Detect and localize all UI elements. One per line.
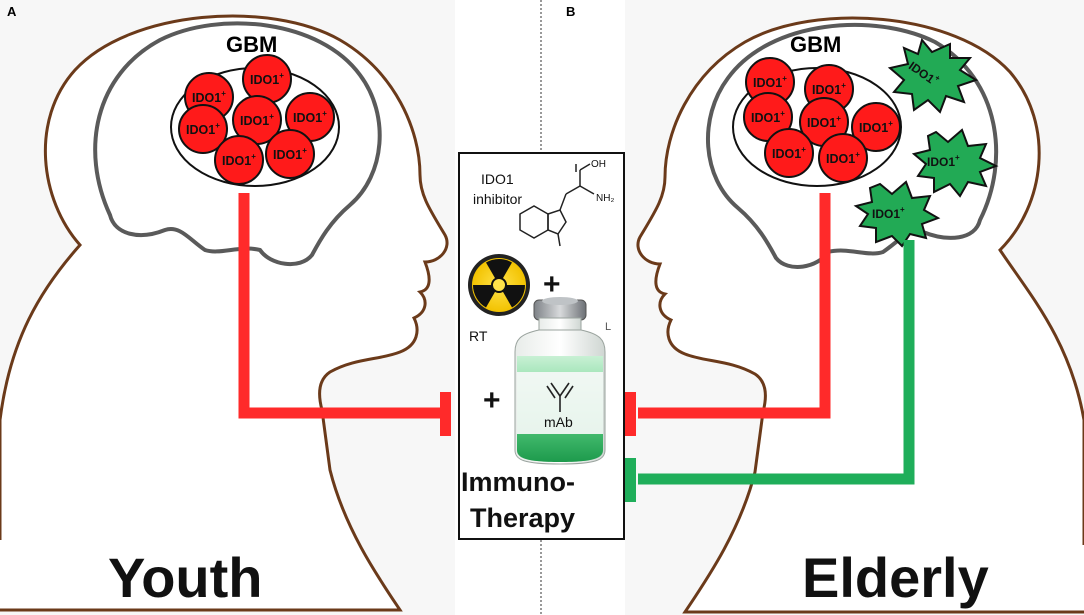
- svg-text:IDO1+: IDO1+: [273, 146, 307, 162]
- plus-sign-2: +: [483, 384, 501, 417]
- svg-text:IDO1+: IDO1+: [751, 109, 785, 125]
- svg-text:IDO1+: IDO1+: [859, 119, 893, 135]
- panel-letter-a: A: [7, 4, 17, 19]
- youth-tumor-cell: IDO1+: [285, 92, 335, 142]
- youth-tumor-cell: IDO1+: [214, 135, 264, 185]
- svg-text:IDO1+: IDO1+: [772, 145, 806, 161]
- youth-tumor-cell: IDO1+: [178, 104, 228, 154]
- chem-oh-label: OH: [591, 159, 606, 170]
- immunotherapy-label-line1: Immuno-: [461, 467, 575, 497]
- svg-text:IDO1+: IDO1+: [826, 150, 860, 166]
- elderly-tumor-cell: IDO1+: [851, 102, 901, 152]
- svg-text:IDO1+: IDO1+: [192, 89, 226, 105]
- plus-sign: +: [543, 268, 561, 301]
- svg-text:IDO1+: IDO1+: [186, 121, 220, 137]
- immunotherapy-label-line2: Therapy: [470, 503, 575, 533]
- mab-label: mAb: [544, 414, 573, 430]
- ido1-inhibitor-structure-icon: [519, 163, 595, 247]
- antibody-vial-icon: [514, 297, 606, 465]
- stray-mark: L: [605, 321, 611, 333]
- elderly-inhibition-line: [638, 193, 831, 419]
- youth-tumor-cell: IDO1+: [242, 54, 292, 104]
- elderly-resistance-line: [638, 240, 915, 485]
- elderly-gbm-label: GBM: [790, 32, 841, 57]
- youth-tumor-cell: IDO1+: [265, 129, 315, 179]
- youth-label: Youth: [108, 546, 262, 609]
- elderly-ido1-burst: IDO1+: [853, 180, 941, 248]
- rt-label: RT: [469, 328, 488, 344]
- elderly-tumor-cell: IDO1+: [743, 92, 793, 142]
- inhibitor-label-line2: inhibitor: [473, 191, 522, 207]
- chem-nh2-label: NH₂: [596, 193, 614, 204]
- youth-inhibition-bar: [440, 392, 451, 436]
- svg-text:IDO1+: IDO1+: [812, 81, 846, 97]
- elderly-ido1-burst: IDO1+: [887, 37, 979, 114]
- elderly-tumor-cell: IDO1+: [818, 133, 868, 183]
- youth-gbm-label: GBM: [226, 32, 277, 57]
- svg-text:IDO1+: IDO1+: [753, 74, 787, 90]
- elderly-tumor-cell: IDO1+: [745, 57, 795, 107]
- radiation-icon: [468, 254, 530, 316]
- elderly-resistance-bar: [625, 458, 636, 502]
- svg-text:IDO1+: IDO1+: [293, 109, 327, 125]
- inhibitor-label-line1: IDO1: [481, 171, 514, 187]
- svg-text:IDO1+: IDO1+: [872, 205, 905, 221]
- elderly-inhibition-bar: [625, 392, 636, 436]
- svg-text:IDO1+: IDO1+: [250, 71, 284, 87]
- elderly-label: Elderly: [802, 546, 989, 609]
- panel-letter-b: B: [566, 4, 575, 19]
- svg-text:IDO1+: IDO1+: [927, 153, 960, 169]
- svg-text:IDO1+: IDO1+: [807, 114, 841, 130]
- elderly-ido1-burst: IDO1+: [911, 128, 999, 198]
- elderly-tumor-cell: IDO1+: [764, 128, 814, 178]
- svg-text:IDO1+: IDO1+: [222, 152, 256, 168]
- svg-text:IDO1+: IDO1+: [240, 112, 274, 128]
- youth-inhibition-line: [238, 193, 440, 419]
